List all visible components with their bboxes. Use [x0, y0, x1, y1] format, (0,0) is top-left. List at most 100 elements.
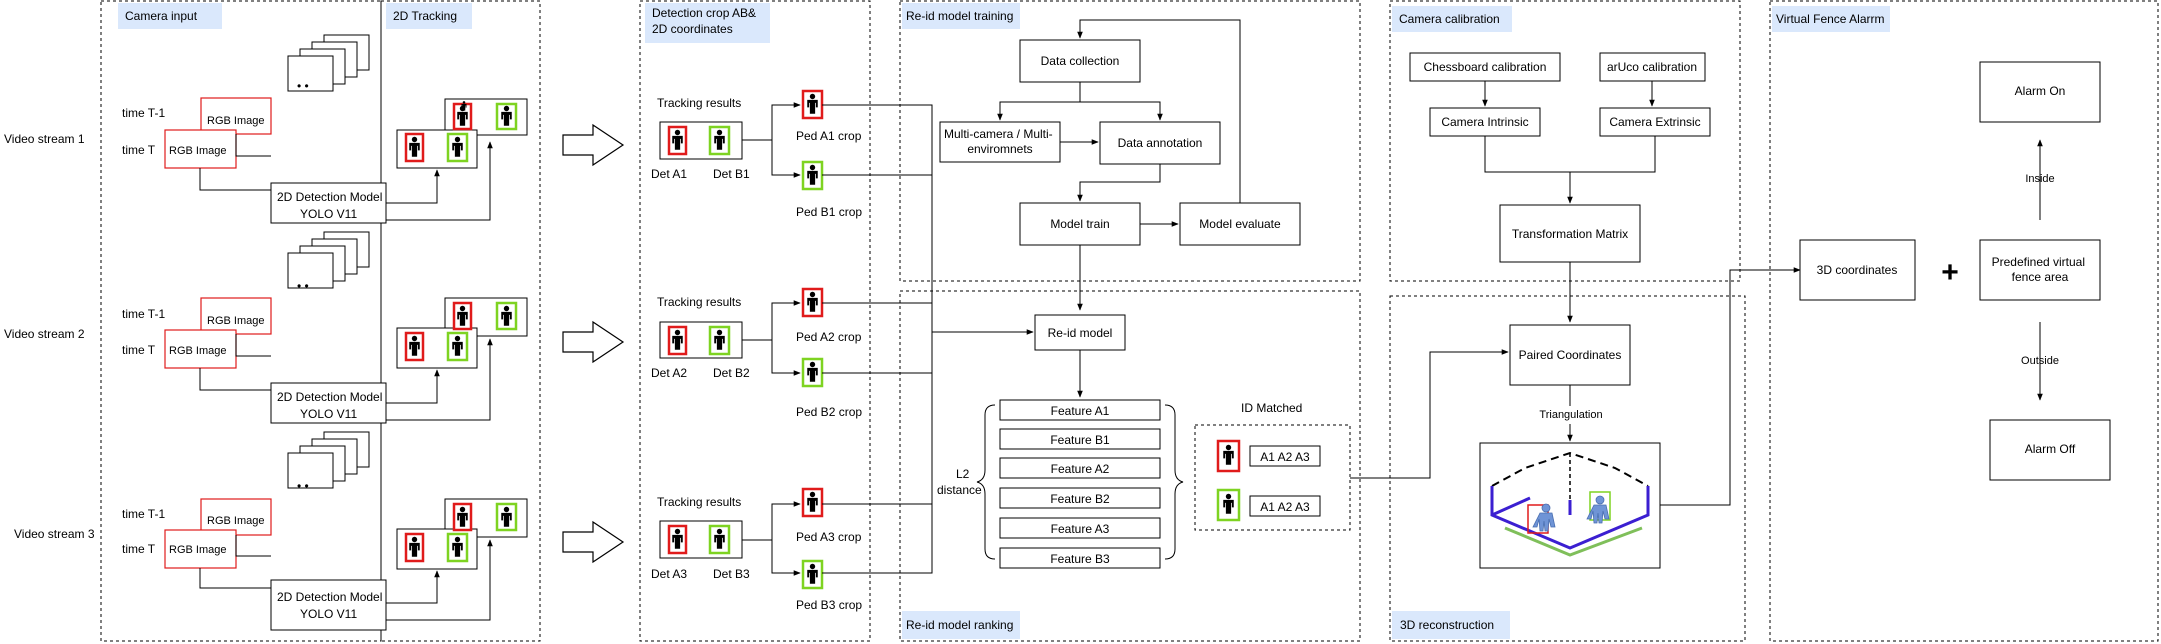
reid-training: Data collection Multi-camera / Multi- en… — [939, 19, 1301, 311]
triangulation-label: Triangulation — [1539, 409, 1602, 421]
reid-model-label: Re-id model — [1048, 326, 1113, 340]
rgb-image-prev-label: RGB Image — [207, 515, 264, 527]
det-a-label: Det A1 — [651, 167, 687, 181]
model-evaluate-box — [1179, 202, 1301, 246]
model-train-label: Model train — [1050, 217, 1109, 231]
model-train-box — [1019, 202, 1141, 246]
camera-input-title: Camera input — [125, 9, 198, 23]
ped-b-label: Ped B3 crop — [796, 598, 862, 612]
rgb-image-prev-label: RGB Image — [207, 315, 264, 327]
rgb-image-prev — [200, 97, 272, 135]
extrinsic-label: Camera Extrinsic — [1609, 115, 1700, 129]
stream-label: Video stream 2 — [4, 327, 85, 341]
alarm-on-label: Alarm On — [2015, 84, 2066, 98]
rgb-image-now — [164, 129, 237, 169]
multi-camera-box — [939, 121, 1061, 163]
det-b-label: Det B3 — [713, 567, 750, 581]
chessboard-box — [1409, 52, 1561, 82]
room-sketch — [1490, 451, 1650, 557]
flow-arrow — [562, 123, 625, 167]
time-prev-label: time T-1 — [122, 507, 165, 521]
reconstruction: Paired Coordinates Triangulation — [1479, 267, 1801, 569]
virtual-fence-title: Virtual Fence Alarrm — [1776, 12, 1885, 26]
ped-b-label: Ped B1 crop — [796, 205, 862, 219]
det-a-label: Det A3 — [651, 567, 687, 581]
time-prev-label: time T-1 — [122, 307, 165, 321]
feature-label: Feature B3 — [1050, 552, 1110, 566]
panel-camera-calibration — [1389, 0, 1741, 282]
frames-ellipsis: • • — [297, 79, 309, 93]
id-matched-box — [1194, 424, 1351, 531]
intrinsic-label: Camera Intrinsic — [1441, 115, 1528, 129]
data-collection-box — [1019, 39, 1141, 83]
reid-training-title: Re-id model training — [906, 9, 1013, 23]
data-annotation-box — [1099, 121, 1221, 165]
paired-label: Paired Coordinates — [1519, 348, 1622, 362]
panels — [100, 0, 2159, 642]
coords-3d-label: 3D coordinates — [1817, 263, 1898, 277]
detector-label-1: 2D Detection Model — [277, 390, 382, 404]
reid-model-box — [1034, 314, 1126, 351]
feature-label: Feature A2 — [1051, 462, 1110, 476]
ped-a-label: Ped A3 crop — [796, 530, 862, 544]
feature-list: Feature A1 Feature B1 Feature A2 Feature… — [999, 399, 1161, 569]
rgb-image-now-label: RGB Image — [169, 345, 226, 357]
detection-crop-title-line1: Detection crop AB& — [652, 6, 756, 20]
feature-label: Feature B2 — [1050, 492, 1110, 506]
det-b-label: Det B1 — [713, 167, 750, 181]
flow-arrow — [562, 320, 625, 364]
stream-1: Video stream 1 • • time T-1 time T RGB I… — [4, 34, 933, 332]
alarm-off-box — [1989, 419, 2111, 481]
tracking-2d-title: 2D Tracking — [393, 9, 457, 23]
connector — [199, 168, 271, 191]
connector — [235, 134, 271, 157]
aruco-box — [1599, 52, 1706, 82]
coords-3d-box — [1799, 239, 1916, 301]
det-a-label: Det A2 — [651, 366, 687, 380]
tracking-results-label: Tracking results — [657, 96, 741, 110]
detection-crop-title: Detection crop AB& 2D coordinates — [652, 6, 759, 36]
right-brace — [1164, 404, 1184, 560]
outside-label: Outside — [2021, 355, 2059, 367]
paired-coordinates-box — [1509, 324, 1631, 386]
camera-calibration-title: Camera calibration — [1399, 12, 1500, 26]
flow-arrow — [562, 520, 625, 564]
time-now-label: time T — [122, 143, 156, 157]
chessboard-label: Chessboard calibration — [1424, 60, 1547, 74]
time-now-label: time T — [122, 542, 156, 556]
rgb-image-prev-label: RGB Image — [207, 115, 264, 127]
panel-detection-crop — [639, 0, 871, 642]
reid-ranking: Re-id model Feature A1 Feature B1 Featur… — [937, 314, 1509, 569]
detection-crop-title-line2: 2D coordinates — [652, 22, 733, 36]
panel-virtual-fence — [1769, 0, 2159, 642]
stream-label: Video stream 3 — [14, 527, 95, 541]
extrinsic-box — [1599, 107, 1711, 137]
panel-reid-ranking — [899, 290, 1361, 642]
rgb-image-now-label: RGB Image — [169, 145, 226, 157]
stream-3: Video stream 3 • • time T-1 time T RGB I… — [14, 329, 1034, 631]
id-matched-label: ID Matched — [1241, 401, 1302, 415]
l2-distance-label: L2 distance — [937, 467, 982, 497]
reid-ranking-title: Re-id model ranking — [906, 618, 1013, 632]
panel-headers: Camera input 2D Tracking Detection crop … — [118, 3, 1890, 639]
detector-box — [270, 182, 387, 224]
feature-label: Feature A1 — [1051, 404, 1110, 418]
detector-label-2: YOLO V11 — [300, 607, 357, 621]
feature-label: Feature B1 — [1050, 433, 1110, 447]
inside-label: Inside — [2025, 173, 2054, 185]
camera-calibration: Chessboard calibration arUco calibration… — [1409, 52, 1711, 323]
detector-label-1: 2D Detection Model — [277, 190, 382, 204]
tracking-results-label: Tracking results — [657, 495, 741, 509]
multi-camera-label: Multi-camera / Multi- enviromnets — [944, 127, 1056, 156]
arrow — [386, 169, 440, 204]
ped-a-label: Ped A1 crop — [796, 129, 862, 143]
aruco-label: arUco calibration — [1607, 60, 1697, 74]
predefined-fence-box — [1979, 239, 2101, 301]
plus-sign: + — [1941, 256, 1959, 289]
ped-b-label: Ped B2 crop — [796, 405, 862, 419]
panel-reid-training — [899, 0, 1361, 282]
det-b-label: Det B2 — [713, 366, 750, 380]
tracking-results-label: Tracking results — [657, 295, 741, 309]
detector-label-2: YOLO V11 — [300, 407, 357, 421]
